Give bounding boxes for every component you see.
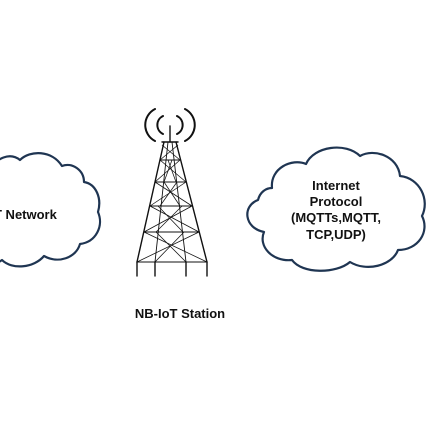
left-cloud-shape xyxy=(0,152,102,268)
right-cloud-line-1: Internet xyxy=(312,178,360,193)
right-cloud-shape xyxy=(246,146,426,272)
nb-iot-tower xyxy=(136,108,208,277)
right-cloud: Internet Protocol (MQTTs,MQTT, TCP,UDP) xyxy=(246,146,426,272)
left-cloud-label: T Network xyxy=(0,207,58,222)
radio-tower-icon xyxy=(136,125,208,277)
right-cloud-line-2: Protocol xyxy=(310,194,363,209)
station-label: NB-IoT Station xyxy=(135,306,225,321)
right-cloud-line-3: (MQTTs,MQTT, xyxy=(291,210,381,225)
right-cloud-line-4: TCP,UDP) xyxy=(306,227,366,242)
signal-waves-icon xyxy=(144,108,196,142)
left-cloud: T Network xyxy=(0,152,102,268)
